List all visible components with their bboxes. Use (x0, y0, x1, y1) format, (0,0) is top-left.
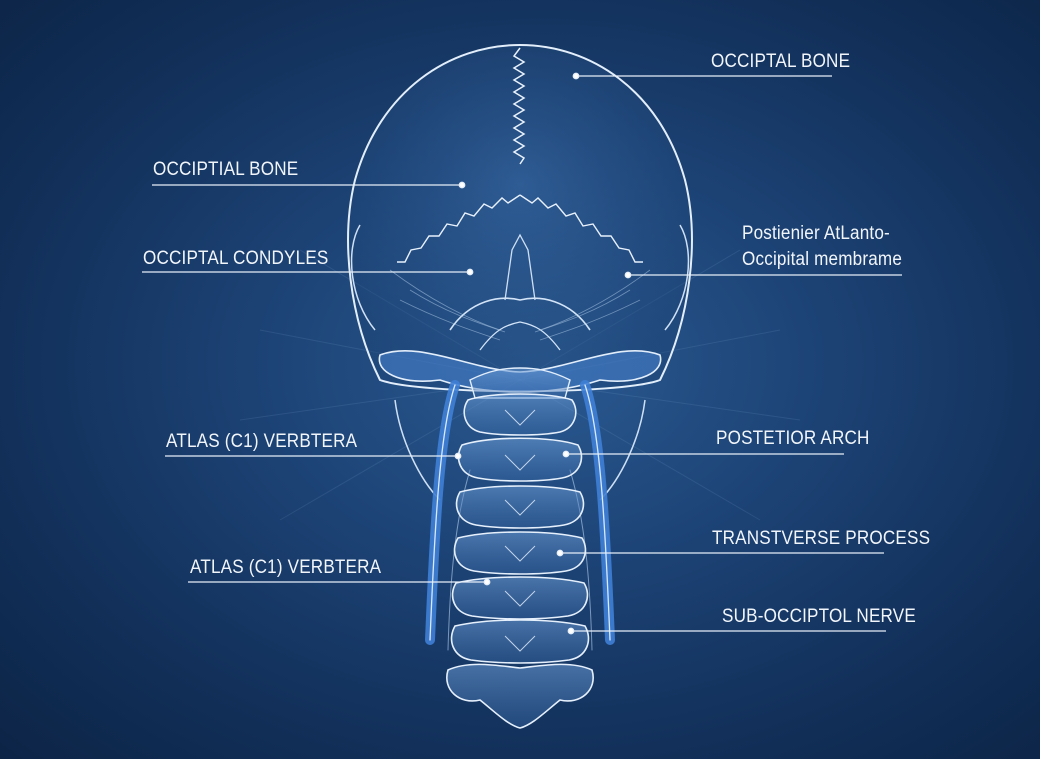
vertebra-c4 (453, 531, 587, 575)
cervical-vertebrae (446, 393, 594, 729)
vertebra-c2 (457, 437, 583, 482)
label-posterior-arch: POSTETIOR ARCH (716, 428, 870, 449)
vertebra-c6 (450, 619, 590, 664)
vertebra-c1 (463, 393, 577, 436)
label-membrane-line2: Occipital membrame (742, 249, 903, 270)
leader-lines (142, 72, 902, 635)
lambdoid-suture (397, 194, 521, 263)
label-atlas-upper: ATLAS (C1) VERBTERA (166, 431, 358, 452)
label-suboccipital-nerve: SUB-OCCIPTOL NERVE (722, 606, 916, 627)
vertebra-c5 (451, 576, 589, 620)
sagittal-suture (512, 47, 526, 165)
label-occipital-bone-left: OCCIPTIAL BONE (153, 159, 299, 180)
label-occipital-condyles: OCCIPTAL CONDYLES (143, 248, 329, 269)
vertebra-c7 (446, 663, 594, 729)
label-membrane-line1: Postienier AtLanto- (742, 223, 890, 244)
label-occipital-bone-right: OCCIPTAL BONE (711, 51, 851, 72)
atlas-band (378, 350, 662, 399)
vertebra-c3 (455, 485, 585, 529)
skull (347, 43, 693, 501)
label-transverse-process: TRANSTVERSE PROCESS (712, 528, 931, 549)
label-atlas-lower: ATLAS (C1) VERBTERA (190, 557, 382, 578)
